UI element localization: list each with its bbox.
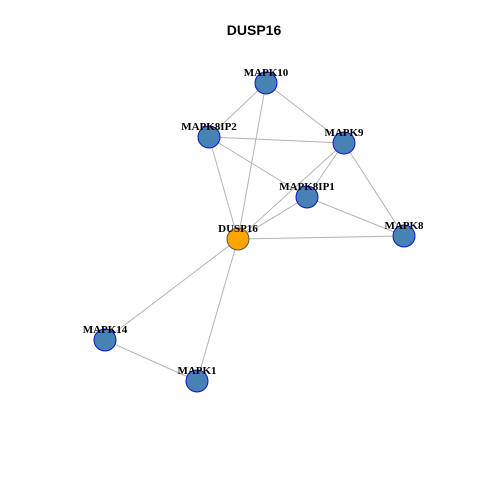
edge-mapk8ip2-dusp16 [208, 136, 239, 240]
node-mapk8ip2 [197, 125, 221, 149]
edge-mapk8ip2-mapk9 [208, 136, 345, 144]
edge-mapk8ip2-mapk8ip1 [208, 136, 308, 198]
node-label-mapk8: MAPK8 [384, 220, 424, 232]
edge-mapk14-mapk1 [104, 339, 198, 382]
node-mapk1 [185, 369, 209, 393]
edge-mapk8ip1-mapk8 [306, 196, 405, 237]
edge-mapk9-dusp16 [237, 142, 345, 240]
edge-layer [104, 82, 405, 382]
diagram-title: DUSP16 [227, 22, 282, 38]
edge-mapk10-dusp16 [237, 82, 267, 240]
edge-mapk8ip1-dusp16 [237, 196, 308, 240]
edge-mapk10-mapk8ip2 [208, 82, 267, 138]
node-label-mapk1: MAPK1 [177, 365, 216, 377]
node-mapk8 [392, 224, 416, 248]
edge-dusp16-mapk1 [196, 238, 239, 382]
edge-mapk9-mapk8 [343, 142, 405, 237]
node-mapk8ip1 [295, 185, 319, 209]
node-label-mapk9: MAPK9 [324, 127, 364, 139]
node-label-mapk14: MAPK14 [83, 324, 128, 336]
edge-dusp16-mapk14 [104, 238, 239, 341]
edge-mapk10-mapk9 [265, 82, 345, 144]
node-label-mapk10: MAPK10 [244, 67, 289, 79]
edge-dusp16-mapk8 [237, 235, 405, 240]
node-layer [93, 71, 416, 393]
node-dusp16 [226, 227, 250, 251]
node-label-mapk8ip2: MAPK8IP2 [181, 121, 237, 133]
node-label-mapk8ip1: MAPK8IP1 [279, 181, 335, 193]
node-mapk10 [254, 71, 278, 95]
node-label-dusp16: DUSP16 [218, 223, 258, 235]
node-mapk9 [332, 131, 356, 155]
node-mapk14 [93, 328, 117, 352]
